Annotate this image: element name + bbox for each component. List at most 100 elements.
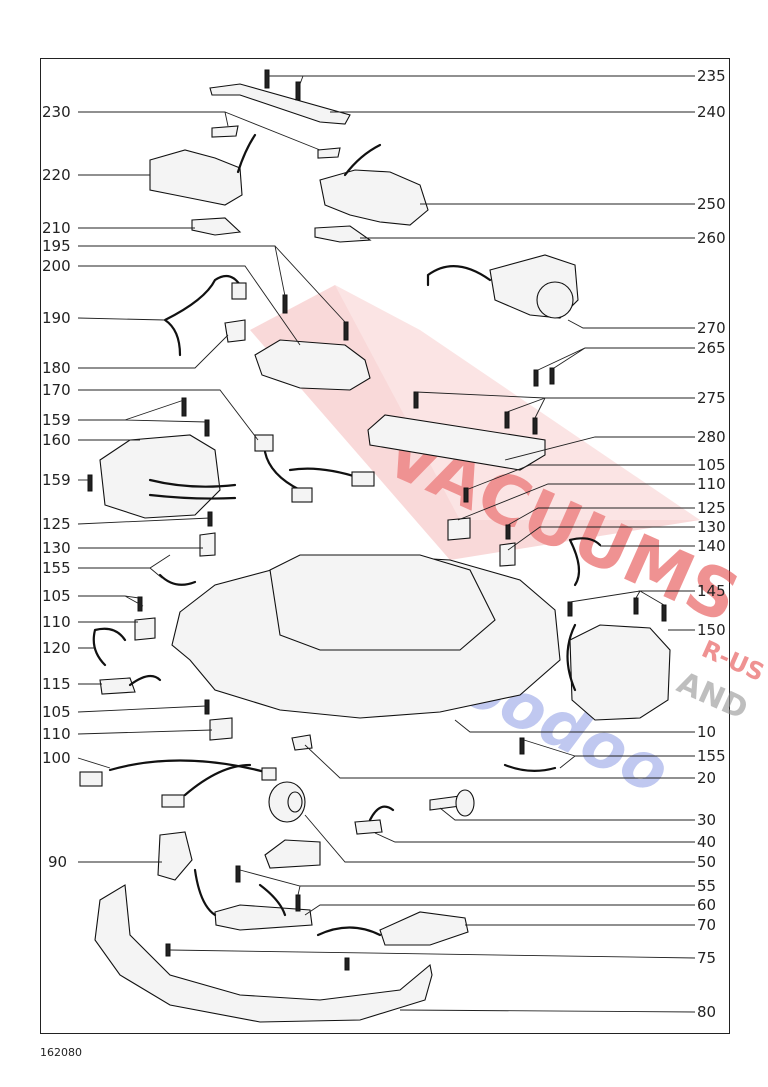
part-100-connector-a bbox=[79, 771, 103, 787]
part-159-screw-c bbox=[87, 474, 93, 492]
part-220-left-gearbox bbox=[149, 149, 243, 206]
callout-265: 265 bbox=[697, 339, 726, 357]
part-130-sensor-right bbox=[499, 542, 516, 567]
callout-100: 100 bbox=[42, 749, 71, 767]
callout-155-left: 155 bbox=[42, 559, 71, 577]
callout-170: 170 bbox=[42, 381, 71, 399]
part-125-screw-left bbox=[207, 511, 213, 527]
part-90-bumper-sensor bbox=[157, 831, 193, 881]
part-70-wire bbox=[316, 926, 382, 937]
callout-40: 40 bbox=[697, 833, 716, 851]
callout-235: 235 bbox=[697, 67, 726, 85]
part-170-connector bbox=[254, 434, 274, 452]
part-235-screw-a bbox=[264, 69, 270, 89]
callout-190: 190 bbox=[42, 309, 71, 327]
part-155-spring-right bbox=[503, 763, 557, 772]
callout-195: 195 bbox=[42, 237, 71, 255]
part-145-screw-a bbox=[567, 601, 573, 617]
watermark-red-v-shape-right bbox=[335, 285, 700, 520]
callout-110-right: 110 bbox=[697, 475, 726, 493]
callout-20: 20 bbox=[697, 769, 716, 787]
part-270-motor-gear bbox=[536, 281, 574, 319]
part-130-sensor-left bbox=[199, 532, 216, 557]
part-115-switch bbox=[99, 677, 136, 695]
part-55-screw-a bbox=[235, 865, 241, 883]
part-105-screw-center bbox=[204, 699, 210, 715]
part-145-screw-c bbox=[661, 604, 667, 622]
callouts-right: 235 240 250 260 270 265 275 280 105 110 … bbox=[697, 67, 726, 1021]
callout-120: 120 bbox=[42, 639, 71, 657]
callout-130-left: 130 bbox=[42, 539, 71, 557]
document-reference-number: 162080 bbox=[40, 1046, 82, 1059]
callout-70: 70 bbox=[697, 916, 716, 934]
callout-105-left-a: 105 bbox=[42, 587, 71, 605]
part-75-screw-a bbox=[165, 943, 171, 957]
part-230-plate-a bbox=[211, 125, 239, 138]
callout-150: 150 bbox=[697, 621, 726, 639]
callouts-left: 230 220 210 195 200 190 180 170 159 160 … bbox=[42, 103, 71, 871]
part-40-wire bbox=[368, 805, 395, 822]
part-50-wheel-housing bbox=[264, 839, 321, 869]
part-260-plate bbox=[314, 225, 372, 243]
callout-220: 220 bbox=[42, 166, 71, 184]
callout-110-left-a: 110 bbox=[42, 613, 71, 631]
callout-50: 50 bbox=[697, 853, 716, 871]
callout-210: 210 bbox=[42, 219, 71, 237]
part-100-connector-c bbox=[161, 794, 185, 808]
part-20-clip bbox=[291, 734, 313, 751]
callout-180: 180 bbox=[42, 359, 71, 377]
callout-160: 160 bbox=[42, 431, 71, 449]
callout-155-right: 155 bbox=[697, 747, 726, 765]
part-100-cable-a bbox=[108, 759, 267, 774]
callout-30: 30 bbox=[697, 811, 716, 829]
part-55-screw-b bbox=[295, 894, 301, 912]
part-105-screw-right bbox=[463, 487, 469, 503]
callout-260: 260 bbox=[697, 229, 726, 247]
part-80-bumper bbox=[94, 884, 433, 1023]
part-100-cable-b bbox=[183, 763, 252, 797]
part-190-harness bbox=[163, 274, 242, 357]
part-110-sensor-center bbox=[209, 717, 233, 741]
part-40-sensor bbox=[354, 819, 383, 835]
part-159-screw-a bbox=[181, 397, 187, 417]
callout-230: 230 bbox=[42, 103, 71, 121]
part-75-screw-b bbox=[344, 957, 350, 971]
part-60-sensor-bar bbox=[214, 904, 313, 931]
callout-125-left: 125 bbox=[42, 515, 71, 533]
part-195-screw-a bbox=[282, 294, 288, 314]
callout-80: 80 bbox=[697, 1003, 716, 1021]
part-220-wire bbox=[236, 133, 257, 174]
callout-250: 250 bbox=[697, 195, 726, 213]
part-70-sensor-bar bbox=[379, 911, 469, 946]
part-250-wire bbox=[343, 143, 382, 177]
part-170-harness bbox=[263, 450, 362, 492]
part-110-sensor-right bbox=[447, 517, 471, 541]
part-145-screw-b bbox=[633, 597, 639, 615]
callout-130-right: 130 bbox=[697, 518, 726, 536]
part-275-screw-a bbox=[413, 391, 419, 409]
part-210-plate bbox=[191, 217, 242, 236]
part-270-wire bbox=[426, 265, 492, 287]
part-240-bracket bbox=[209, 83, 351, 125]
part-170-connector-b bbox=[351, 471, 375, 487]
diagram-frame bbox=[40, 58, 730, 1034]
part-155-spring-left bbox=[158, 573, 197, 586]
part-140-wire bbox=[568, 537, 602, 587]
callout-240: 240 bbox=[697, 103, 726, 121]
part-120-wire bbox=[92, 627, 127, 667]
part-190-connector bbox=[231, 282, 247, 300]
part-280-pcb bbox=[367, 414, 546, 471]
part-265-screw-b bbox=[549, 367, 555, 385]
part-10-chassis-tub bbox=[269, 554, 496, 651]
callout-140: 140 bbox=[697, 537, 726, 555]
part-275-screw-c bbox=[532, 417, 538, 435]
part-150-harness bbox=[566, 623, 577, 692]
callout-159-top: 159 bbox=[42, 411, 71, 429]
callout-75: 75 bbox=[697, 949, 716, 967]
part-150-right-module bbox=[569, 624, 671, 721]
callout-159-bottom: 159 bbox=[42, 471, 71, 489]
part-100-connector-b bbox=[261, 767, 277, 781]
callout-145: 145 bbox=[697, 582, 726, 600]
part-195-screw-b bbox=[343, 321, 349, 341]
